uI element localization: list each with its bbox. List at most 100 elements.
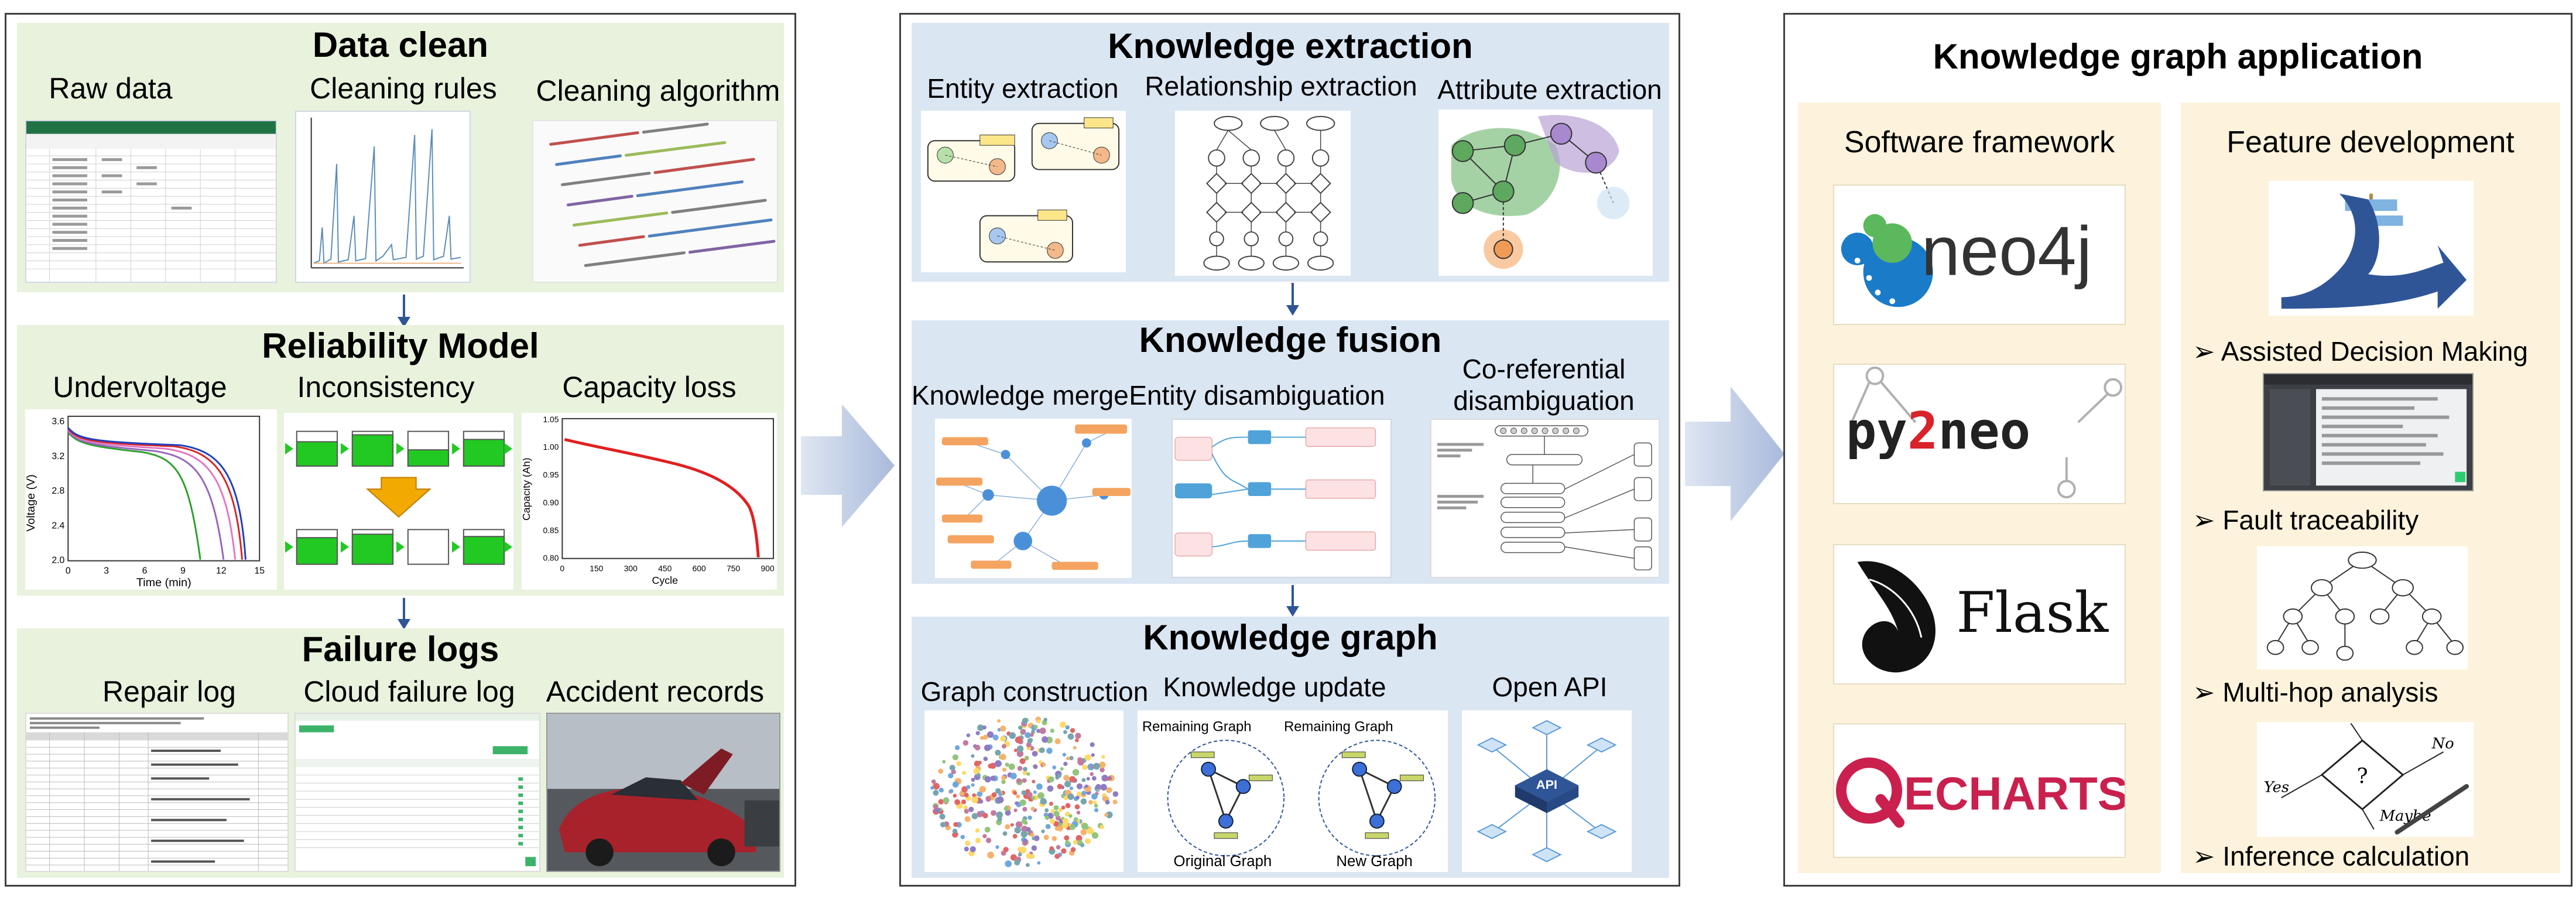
graph-node-dot [975,828,980,833]
undervoltage-label: Undervoltage [53,371,227,403]
graph-node-dot [966,785,971,789]
graph-node-dot [1022,770,1027,776]
graph-node-dot [938,788,944,793]
graph-node-dot [1069,755,1074,761]
graph-node-dot [1039,727,1046,734]
graph-node-dot [1070,847,1076,853]
original-graph-label: Original Graph [1174,853,1272,870]
graph-node-dot [1037,861,1041,865]
graph-node-dot [948,772,954,779]
co-referential-diagram [1430,419,1660,578]
graph-node-dot [1058,808,1063,812]
open-api-diagram: API [1462,710,1632,872]
bullet-arrow-icon: ➢ [2193,336,2215,367]
knowledge-graph-title: Knowledge graph [1143,618,1438,657]
graph-node-dot [960,834,965,840]
co-referential-disambiguation-label: Co-referential disambiguation [1453,354,1635,416]
knowledge-extraction-section: Knowledge extraction Entity extraction R… [912,23,1669,282]
graph-node-dot [1032,779,1036,784]
graph-node-dot [1077,791,1083,798]
graph-node-dot [1066,756,1070,761]
graph-node-dot [1065,812,1070,817]
cap-ytick-0: 0.80 [543,553,559,563]
graph-node-dot [1100,784,1107,791]
graph-node-dot [1039,747,1045,753]
graph-node-dot [952,828,958,834]
graph-node-dot [1041,829,1045,833]
decision-software-screenshot [2263,373,2474,491]
feature-item-3: ➢ Multi-hop analysis [2193,678,2438,707]
graph-node-dot [1059,721,1066,728]
flask-text: Flask [1956,581,2109,645]
cap-ytick-3: 0.95 [543,470,559,480]
flow-arrow-2 [1685,386,1784,521]
graph-node-dot [1049,846,1054,851]
graph-node-dot [1046,747,1053,754]
graph-node-dot [1063,775,1070,781]
capacity-loss-chart: Capacity (Ah) 0.80 0.85 0.90 0.95 1.00 1… [522,413,777,590]
graph-node-dot [1030,833,1034,837]
graph-node-dot [1051,836,1057,842]
graph-node-dot [1027,792,1033,798]
graph-node-dot [1076,819,1080,823]
graph-node-dot [964,846,969,851]
graph-node-dot [1112,799,1118,805]
graph-node-dot [933,804,938,809]
graph-node-dot [1032,836,1036,840]
reliability-model-title: Reliability Model [262,326,539,365]
graph-node-dot [961,771,966,775]
graph-node-dot [1015,821,1023,828]
cap-xtick-3: 450 [658,563,672,573]
repair-log-label: Repair log [102,675,236,708]
graph-node-dot [1021,819,1027,824]
graph-node-dot [984,776,991,783]
graph-node-dot [1080,829,1087,836]
graph-node-dot [1024,755,1029,761]
graph-node-dot [1065,725,1070,730]
graph-node-dot [1043,717,1047,722]
graph-node-dot [1069,824,1075,830]
graph-node-dot [949,764,955,771]
graph-node-dot [1074,804,1080,810]
graph-node-dot [1062,752,1067,757]
graph-node-dot [1015,736,1022,744]
graph-node-dot [1061,848,1067,854]
flask-logo: Flask [1833,544,2126,685]
graph-node-dot [1093,762,1100,770]
graph-node-dot [1036,719,1041,724]
graph-node-dot [1060,767,1064,771]
graph-node-dot [1081,823,1088,830]
inconsistency-label: Inconsistency [297,371,475,403]
graph-node-dot [1018,726,1023,730]
cap-xtick-6: 900 [761,563,775,573]
graph-node-dot [1075,834,1083,842]
graph-node-dot [1081,778,1086,782]
graph-node-dot [982,834,987,839]
graph-node-dot [1022,717,1028,724]
graph-node-dot [1031,796,1036,801]
graph-node-dot [1067,733,1074,740]
graph-node-dot [1105,811,1113,819]
undervoltage-chart: Voltage (V) 2.0 2.4 2.8 3.2 3.6 0 3 6 9 … [25,409,277,590]
graph-node-dot [965,840,971,846]
graph-node-dot [942,760,946,764]
graph-node-dot [1057,773,1061,778]
capacity-xlabel: Cycle [652,574,678,586]
graph-node-dot [971,796,978,803]
uv-ytick-2: 2.8 [52,486,64,496]
graph-node-dot [952,781,959,788]
graph-node-dot [1005,824,1010,830]
graph-node-dot [983,757,988,761]
accident-photo [546,713,780,872]
graph-node-dot [1044,816,1049,820]
graph-node-dot [996,811,1003,819]
graph-node-dot [1026,742,1032,748]
graph-node-dot [1093,801,1097,805]
graph-node-dot [1010,823,1014,827]
graph-node-dot [1045,823,1051,829]
inference-image: ? Yes No Maybe [2257,722,2474,837]
entity-extraction-diagram [921,111,1126,272]
cloud-failure-log-table [294,713,540,872]
cap-ytick-2: 0.90 [543,498,559,507]
graph-node-dot [1054,738,1061,744]
